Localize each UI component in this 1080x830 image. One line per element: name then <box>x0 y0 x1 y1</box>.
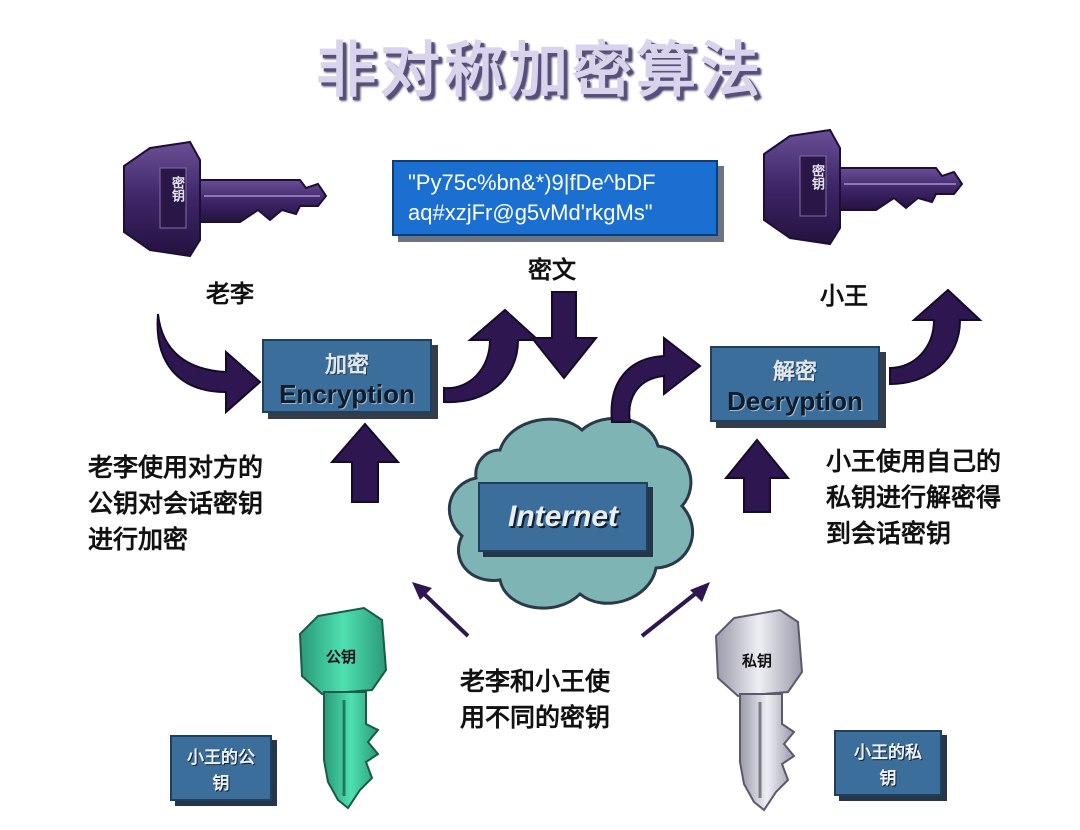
note-receiver: 小王使用自己的 私钥进行解密得 到会话密钥 <box>826 447 1002 548</box>
page-title: 非对称加密算法 <box>316 36 764 106</box>
public-key-icon <box>298 606 388 810</box>
right-key-tag: 密钥 <box>809 164 824 190</box>
private-key-tag: 私钥 <box>742 652 773 670</box>
arrow-decrypt-to-receiver <box>889 288 983 386</box>
private-key-icon <box>714 608 804 812</box>
left-key-tag: 密钥 <box>169 176 184 202</box>
sender-name: 老李 <box>206 280 254 308</box>
public-key-owner-box: 小王的公 钥 <box>170 735 272 801</box>
arrow-cipher-down <box>529 291 599 380</box>
ciphertext-line-1: "Py75c%bn&*)9|fDe^bDF <box>408 170 656 195</box>
decryption-box: 解密 Decryption <box>710 346 880 422</box>
arrow-up-to-encrypt <box>329 422 401 503</box>
arrow-private-key-to-cloud <box>640 582 710 638</box>
arrow-encrypt-to-cipher <box>443 308 541 404</box>
decryption-label-cn: 解密 <box>772 359 817 384</box>
note-different-keys: 老李和小王使 用不同的密钥 <box>460 667 611 732</box>
arrow-sender-to-encrypt <box>156 313 262 415</box>
ciphertext-caption: 密文 <box>528 256 576 284</box>
arrow-up-to-decrypt <box>723 438 791 513</box>
encryption-label-cn: 加密 <box>324 352 369 377</box>
decryption-label-en: Decryption <box>727 386 863 416</box>
internet-box: Internet <box>478 482 648 552</box>
note-sender: 老李使用对方的 公钥对会话密钥 进行加密 <box>88 453 264 554</box>
receiver-name: 小王 <box>820 282 868 310</box>
ciphertext-box: "Py75c%bn&*)9|fDe^bDF aq#xzjFr@g5vMd'rkg… <box>392 160 718 236</box>
public-key-tag: 公钥 <box>326 648 357 666</box>
private-key-owner-box: 小王的私 钥 <box>834 730 942 796</box>
left-sender-key-icon <box>123 140 328 258</box>
encryption-label-en: Encryption <box>279 379 415 409</box>
ciphertext-line-2: aq#xzjFr@g5vMd'rkgMs" <box>408 200 653 225</box>
encryption-box: 加密 Encryption <box>262 339 432 413</box>
arrow-into-decrypt <box>610 335 702 423</box>
arrow-public-key-to-cloud <box>412 582 470 638</box>
right-sender-key-icon <box>763 128 964 246</box>
